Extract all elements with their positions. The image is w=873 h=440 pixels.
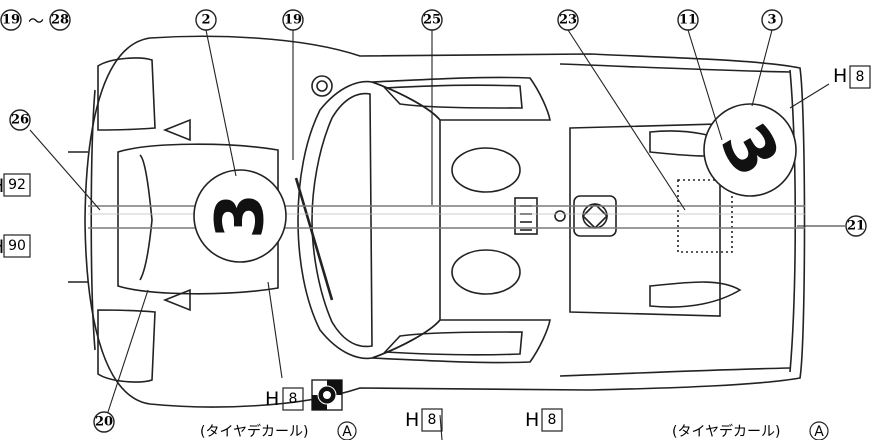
range-label: 19 〜 28 <box>0 9 71 31</box>
hood-panel <box>117 143 279 295</box>
body-outline <box>84 35 806 408</box>
paint-letter: H <box>405 409 419 431</box>
car-body <box>68 35 806 408</box>
exhaust-lower <box>649 281 742 308</box>
paint-code-bottom-1: H 8 <box>265 387 304 411</box>
side-intake-upper <box>451 147 521 193</box>
paint-number: 90 <box>8 238 26 254</box>
paint-code-bottom-2: H 8 <box>405 408 443 432</box>
callout-20: 20 <box>93 411 115 433</box>
callout-3-label: 3 <box>767 13 776 28</box>
tire-decal-icon <box>311 379 343 411</box>
range-from: 19 <box>2 13 20 28</box>
paint-number: 8 <box>428 412 437 428</box>
paint-number: 8 <box>548 412 557 428</box>
paint-letter: H <box>525 409 539 431</box>
front-panel-upper <box>97 57 156 131</box>
caption-tire-decal-left: (タイヤデカール) A <box>200 421 357 440</box>
callout-2: 2 <box>195 9 217 31</box>
front-race-number: 3 <box>202 193 279 239</box>
range-to: 28 <box>51 13 69 28</box>
paint-letter: H <box>0 236 4 258</box>
callout-21-label: 21 <box>847 219 865 234</box>
fuel-vent <box>514 197 538 235</box>
callout-20-label: 20 <box>95 415 113 430</box>
caption-mark: A <box>814 424 824 440</box>
callout-26-label: 26 <box>11 113 29 128</box>
fuel-cap <box>311 75 333 97</box>
callout-25: 25 <box>421 9 443 31</box>
engine-emblem <box>573 195 617 237</box>
engine-cover <box>569 123 721 317</box>
front-roundel: 3 <box>193 169 287 263</box>
wiper <box>294 177 334 301</box>
paint-letter: H <box>265 388 279 410</box>
callout-25-label: 25 <box>423 13 441 28</box>
leader-lines <box>29 29 845 440</box>
door-upper <box>371 76 551 121</box>
caption-mark: A <box>342 424 352 440</box>
paint-letter: H <box>833 65 847 87</box>
callout-26: 26 <box>9 109 31 131</box>
paint-code-left-upper: H 92 <box>0 173 31 197</box>
callout-19-label: 19 <box>284 13 302 28</box>
callout-11: 11 <box>677 9 699 31</box>
paint-number: 92 <box>8 177 26 193</box>
emblem-base <box>554 210 566 222</box>
paint-code-left-lower: H 90 <box>0 234 31 258</box>
callout-3: 3 <box>761 9 783 31</box>
caption-text: (タイヤデカール) <box>672 423 781 440</box>
caption-tire-decal-right: (タイヤデカール) A <box>672 421 829 440</box>
front-fascia <box>90 89 96 351</box>
callout-2-label: 2 <box>201 13 210 28</box>
callout-19: 19 <box>282 9 304 31</box>
front-panel-lower <box>97 309 156 383</box>
callout-23-label: 23 <box>559 13 577 28</box>
rear-deck-edge <box>789 69 797 373</box>
engine-grille <box>677 179 733 253</box>
callout-21: 21 <box>845 215 867 237</box>
paint-number: 8 <box>289 391 298 407</box>
paint-code-rear-right: H 8 <box>833 65 871 89</box>
windshield <box>311 92 373 348</box>
paint-letter: H <box>0 175 4 197</box>
side-intake-lower <box>451 249 521 295</box>
door-lower <box>371 319 551 364</box>
cockpit-frame <box>297 80 441 360</box>
callout-11-label: 11 <box>679 13 697 28</box>
paint-code-bottom-3: H 8 <box>525 408 563 432</box>
paint-number: 8 <box>856 69 865 85</box>
callout-23: 23 <box>557 9 579 31</box>
rear-roundel: 3 <box>703 103 797 197</box>
hood-vent <box>139 154 153 281</box>
caption-text: (タイヤデカール) <box>200 423 309 440</box>
range-separator: 〜 <box>28 12 44 31</box>
